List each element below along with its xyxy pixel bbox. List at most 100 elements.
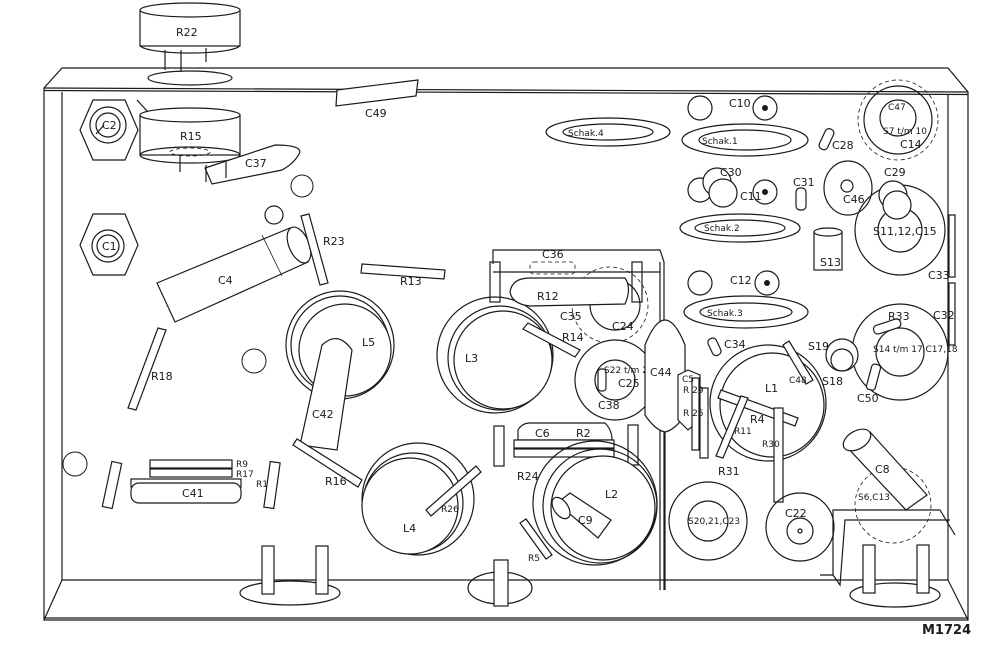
label-r25: R 25 <box>683 409 704 419</box>
coil-l2: L2 <box>532 440 658 566</box>
label-c5: C5 <box>682 375 694 385</box>
capacitor-c41-group: C41 R9 R17 R1 <box>130 459 268 504</box>
coil-l4: L4 <box>361 442 475 556</box>
label-r16: R16 <box>325 475 347 488</box>
switch-s20-21: S20,21,C23 <box>668 481 748 561</box>
potentiometer-r15: R15 <box>139 107 241 172</box>
label-r18: R18 <box>151 370 173 383</box>
label-r33: R33 <box>888 310 910 323</box>
resistor-r14: R14 <box>522 322 584 358</box>
trimmer-c46: C46 <box>823 160 873 216</box>
capacitor-c5-group: C5 R 29 R 25 R31 <box>677 369 740 478</box>
mounting-foot-left <box>239 545 341 606</box>
switch-wafer-schak1: Schak.1 <box>681 123 809 157</box>
label-c8: C8 <box>875 463 890 476</box>
label-c14: C14 <box>900 138 922 151</box>
label-r29: R 29 <box>683 386 704 396</box>
resistor-r18: R18 <box>127 327 173 411</box>
label-c36: C36 <box>542 248 564 261</box>
coil-l3: L3 <box>436 296 554 414</box>
capacitor-c8: C8 <box>842 428 928 511</box>
label-c48: C48 <box>789 376 807 386</box>
label-s14-c17: S14 t/m 17,C17,18 <box>873 345 958 355</box>
label-r13: R13 <box>400 275 422 288</box>
chassis-hole <box>241 348 267 374</box>
label-c49: C49 <box>365 107 387 120</box>
label-c11: C11 <box>740 190 762 203</box>
label-c47: C47 <box>888 103 906 113</box>
figure-number: M1724 <box>922 623 971 638</box>
trimmer-c22: C22 <box>765 492 835 562</box>
resistor-r26: R26 <box>425 465 482 517</box>
label-c4: C4 <box>218 274 233 287</box>
label-c50: C50 <box>857 392 879 405</box>
label-r26: R26 <box>441 505 459 515</box>
label-r23: R23 <box>323 235 345 248</box>
capacitor-c6-group: C6 R2 R24 <box>513 422 615 483</box>
label-r30: R30 <box>762 440 780 450</box>
label-schak3: Schak.3 <box>707 309 743 319</box>
resistor-r23: R23 <box>300 213 345 286</box>
label-c31: C31 <box>793 176 815 189</box>
label-c25: C25 <box>618 377 640 390</box>
coil-l1: L1 C48 <box>709 340 827 462</box>
label-l2: L2 <box>605 488 618 501</box>
label-s22-24: S22 t/m 24 <box>604 366 654 376</box>
label-c33: C33 <box>928 269 950 282</box>
label-l1: L1 <box>765 382 778 395</box>
chassis-hole <box>62 451 88 477</box>
label-c28: C28 <box>832 139 854 152</box>
capacitor-c44: C44 <box>644 319 686 590</box>
label-c41: C41 <box>182 487 204 500</box>
label-l3: L3 <box>465 352 478 365</box>
trimmer-c1: C1 <box>79 213 139 276</box>
switch-s22-24: S22 t/m 24 C25 C38 <box>574 339 656 421</box>
capacitor-c31: C31 <box>793 176 815 211</box>
label-c32: C32 <box>933 309 955 322</box>
switch-s13: S13 <box>813 227 843 271</box>
label-c29: C29 <box>884 166 906 179</box>
label-l5: L5 <box>362 336 375 349</box>
label-c46: C46 <box>843 193 865 206</box>
label-c6: C6 <box>535 427 550 440</box>
label-s13: S13 <box>820 256 841 269</box>
label-c37: C37 <box>245 157 267 170</box>
capacitor-c9: C9 <box>551 492 612 539</box>
switch-s11-12: C29 S11,12,C15 <box>854 166 946 276</box>
switch-wafer-schak4: Schak.4 <box>545 117 671 147</box>
label-c38: C38 <box>598 399 620 412</box>
capacitor-c4: C4 <box>156 205 312 323</box>
capacitor-c34: C34 <box>707 337 746 357</box>
label-r14: R14 <box>562 331 584 344</box>
switch-wafer-schak3: Schak.3 <box>683 295 809 329</box>
label-r2: R2 <box>576 427 591 440</box>
trimmer-c12: C12 <box>687 270 780 296</box>
capacitor-c35: R12 C35 <box>509 277 630 323</box>
label-s7-10: S7 t/m 10 <box>883 127 927 137</box>
label-s18: S18 <box>822 375 843 388</box>
label-r12: R12 <box>537 290 559 303</box>
resistor-r11: R11 <box>715 395 752 459</box>
capacitor-c33: C33 <box>928 214 956 282</box>
resistor-r5: R5 <box>519 518 553 564</box>
label-schak1: Schak.1 <box>702 137 738 147</box>
label-s20-c23: S20,21,C23 <box>688 517 740 527</box>
label-schak2: Schak.2 <box>704 224 740 234</box>
label-c9: C9 <box>578 514 593 527</box>
label-r17: R17 <box>236 470 254 480</box>
label-r31: R31 <box>718 465 740 478</box>
label-l4: L4 <box>403 522 416 535</box>
capacitor-c42: C42 <box>299 338 353 451</box>
tag-strip <box>263 460 281 510</box>
mounting-foot-center <box>467 559 533 607</box>
resistor-r13: R13 <box>360 263 446 288</box>
label-r4: R4 <box>750 413 765 426</box>
switch-s14-17: R33 S14 t/m 17,C17,18 S19 S18 C50 <box>808 303 958 405</box>
resistor-r30: R30 <box>762 407 784 503</box>
trimmer-c2: C2 <box>79 99 149 161</box>
label-c10: C10 <box>729 97 751 110</box>
label-r15: R15 <box>180 130 202 143</box>
label-c22: C22 <box>785 507 807 520</box>
